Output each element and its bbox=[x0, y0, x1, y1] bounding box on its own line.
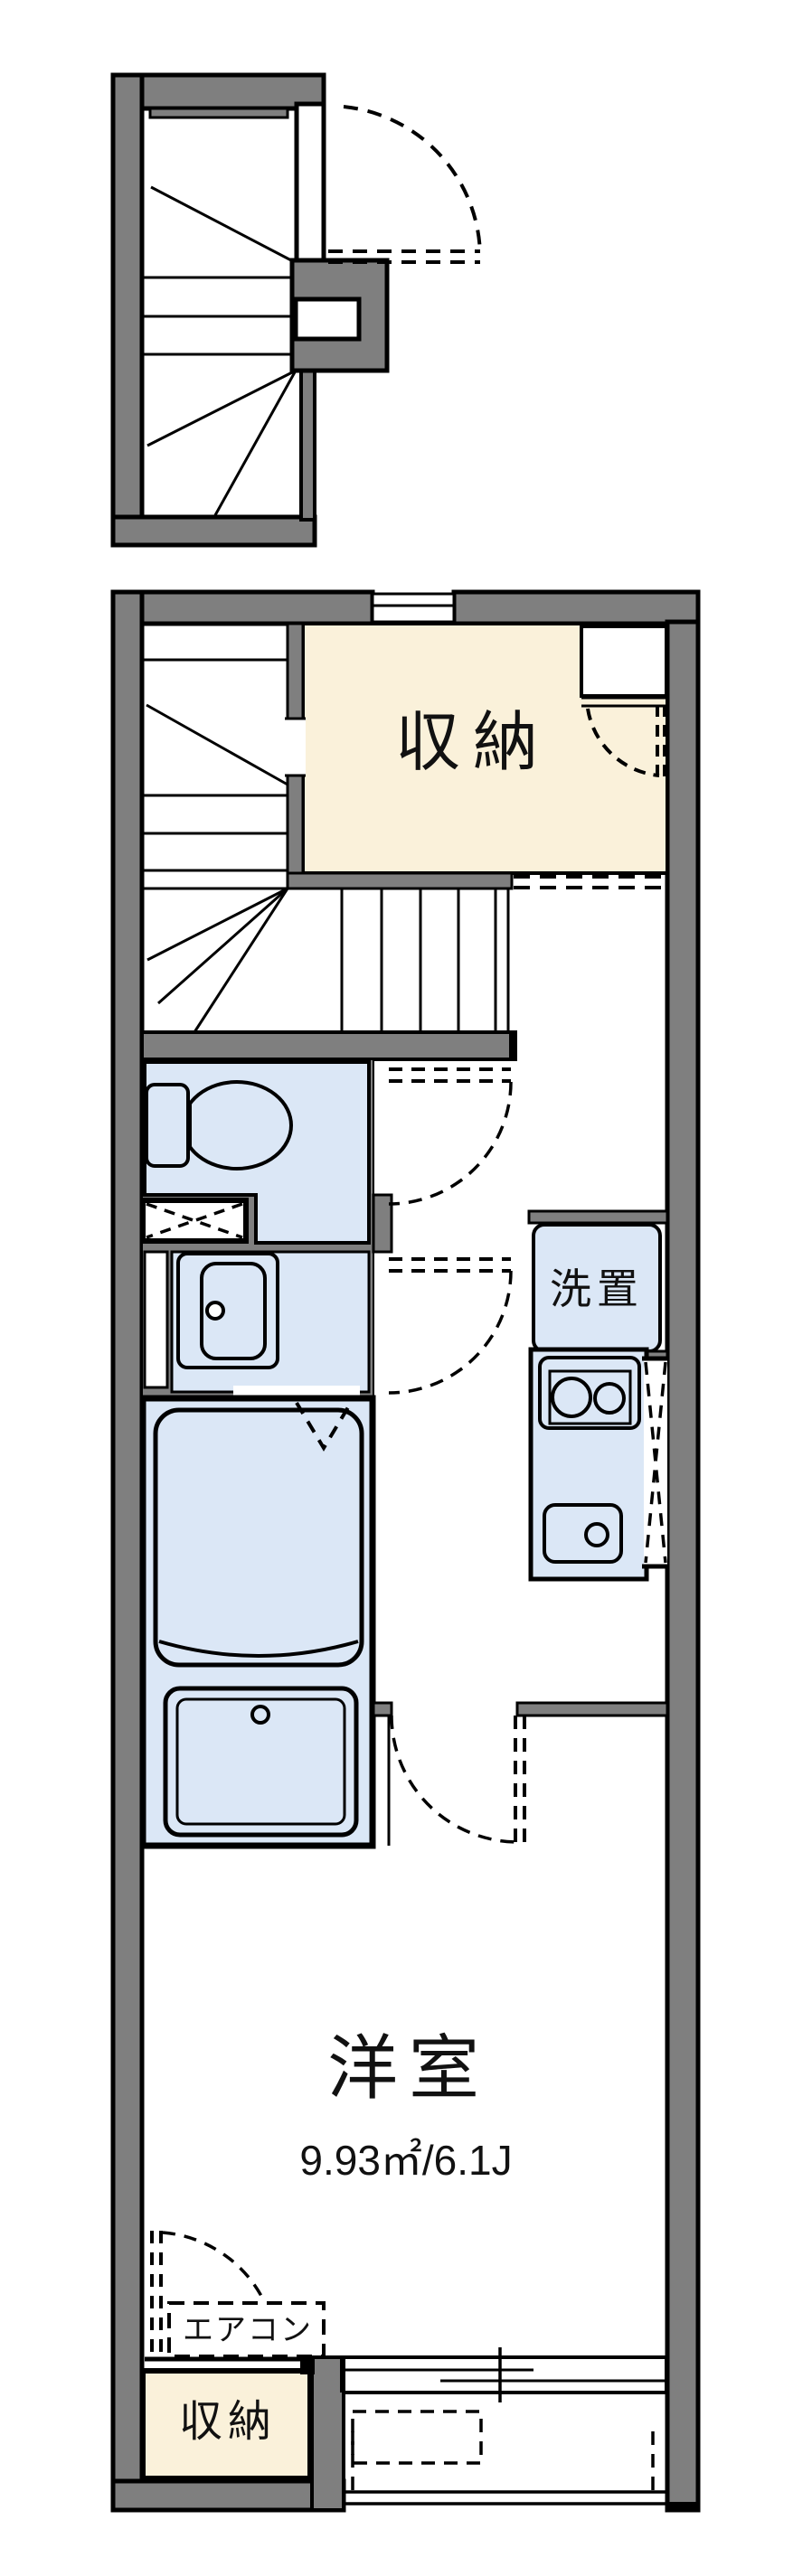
hall-door-lower bbox=[388, 1257, 513, 1395]
wall bbox=[110, 72, 145, 548]
balcony-left-wall bbox=[310, 2355, 345, 2512]
vanity-sink bbox=[176, 1252, 279, 1369]
wall-right bbox=[665, 619, 701, 2513]
label-storage-lower: 収納 bbox=[178, 2398, 278, 2446]
hall-door-upper bbox=[388, 1067, 513, 1206]
wall-cap bbox=[509, 1032, 515, 1059]
pipe-space-box bbox=[140, 1198, 249, 1244]
stair-treads bbox=[142, 185, 297, 516]
wall-left bbox=[110, 589, 145, 2513]
closet-pipe-box bbox=[580, 625, 668, 698]
lower-flight bbox=[146, 887, 510, 1033]
room-door bbox=[390, 1715, 526, 1844]
storage-dashed-opening bbox=[514, 875, 666, 889]
stair-bottom-wall bbox=[140, 1030, 517, 1061]
wall-top-left bbox=[110, 589, 375, 626]
landing-notch bbox=[293, 296, 362, 342]
aircon-box bbox=[167, 2301, 326, 2358]
upper-stair-enclosure bbox=[110, 72, 482, 548]
wall-cap bbox=[300, 2357, 315, 2374]
kitchen bbox=[528, 1347, 649, 1582]
stair-divider-gap bbox=[285, 719, 306, 776]
washer-top-wall bbox=[527, 1209, 669, 1225]
storage-bottom-wall bbox=[286, 871, 514, 890]
wall bbox=[299, 369, 316, 522]
bathroom bbox=[139, 1395, 376, 1849]
balcony bbox=[342, 2410, 698, 2510]
bath-door-fold-mark bbox=[295, 1401, 353, 1452]
label-room-size: 9.93㎡/6.1J bbox=[299, 2137, 513, 2184]
label-aircon: エアコン bbox=[183, 2313, 313, 2347]
closet-interior bbox=[580, 625, 668, 779]
label-room-name: 洋室 bbox=[326, 2028, 491, 2108]
upper-flight bbox=[142, 658, 288, 890]
kitchen-window bbox=[642, 1356, 669, 1569]
closet-folding-door bbox=[586, 705, 666, 779]
bathtub bbox=[153, 1407, 364, 1668]
wall bbox=[110, 72, 326, 111]
burner bbox=[593, 1382, 626, 1415]
burner bbox=[551, 1377, 592, 1418]
pipe-space-strip bbox=[143, 1250, 169, 1389]
wall-top-right bbox=[451, 589, 701, 626]
entry-door-leaf bbox=[294, 101, 326, 263]
toilet-fixture bbox=[145, 1080, 293, 1170]
main-unit bbox=[110, 589, 701, 2513]
landing-edge bbox=[148, 107, 289, 119]
storage-room-lower bbox=[140, 2368, 313, 2481]
balcony-window bbox=[340, 2347, 668, 2402]
faucet bbox=[584, 1522, 609, 1547]
wall-cap bbox=[667, 2502, 698, 2510]
drain bbox=[250, 1705, 270, 1725]
room-wall-right bbox=[515, 1701, 669, 1717]
wall bbox=[110, 514, 317, 548]
balcony-dashed-area bbox=[351, 2410, 483, 2465]
top-window bbox=[371, 592, 456, 624]
label-storage-upper: 収納 bbox=[394, 707, 552, 779]
wall-stub bbox=[372, 1193, 393, 1254]
entry-door-swing bbox=[328, 105, 482, 264]
kitchen-sink bbox=[543, 1503, 623, 1564]
bath-apron bbox=[163, 1686, 359, 1838]
label-washer-place: 洗置 bbox=[550, 1265, 644, 1312]
wall-bottom-left bbox=[110, 2478, 346, 2513]
room-wall-left bbox=[372, 1701, 393, 1717]
closet-lower-door bbox=[150, 2231, 267, 2356]
